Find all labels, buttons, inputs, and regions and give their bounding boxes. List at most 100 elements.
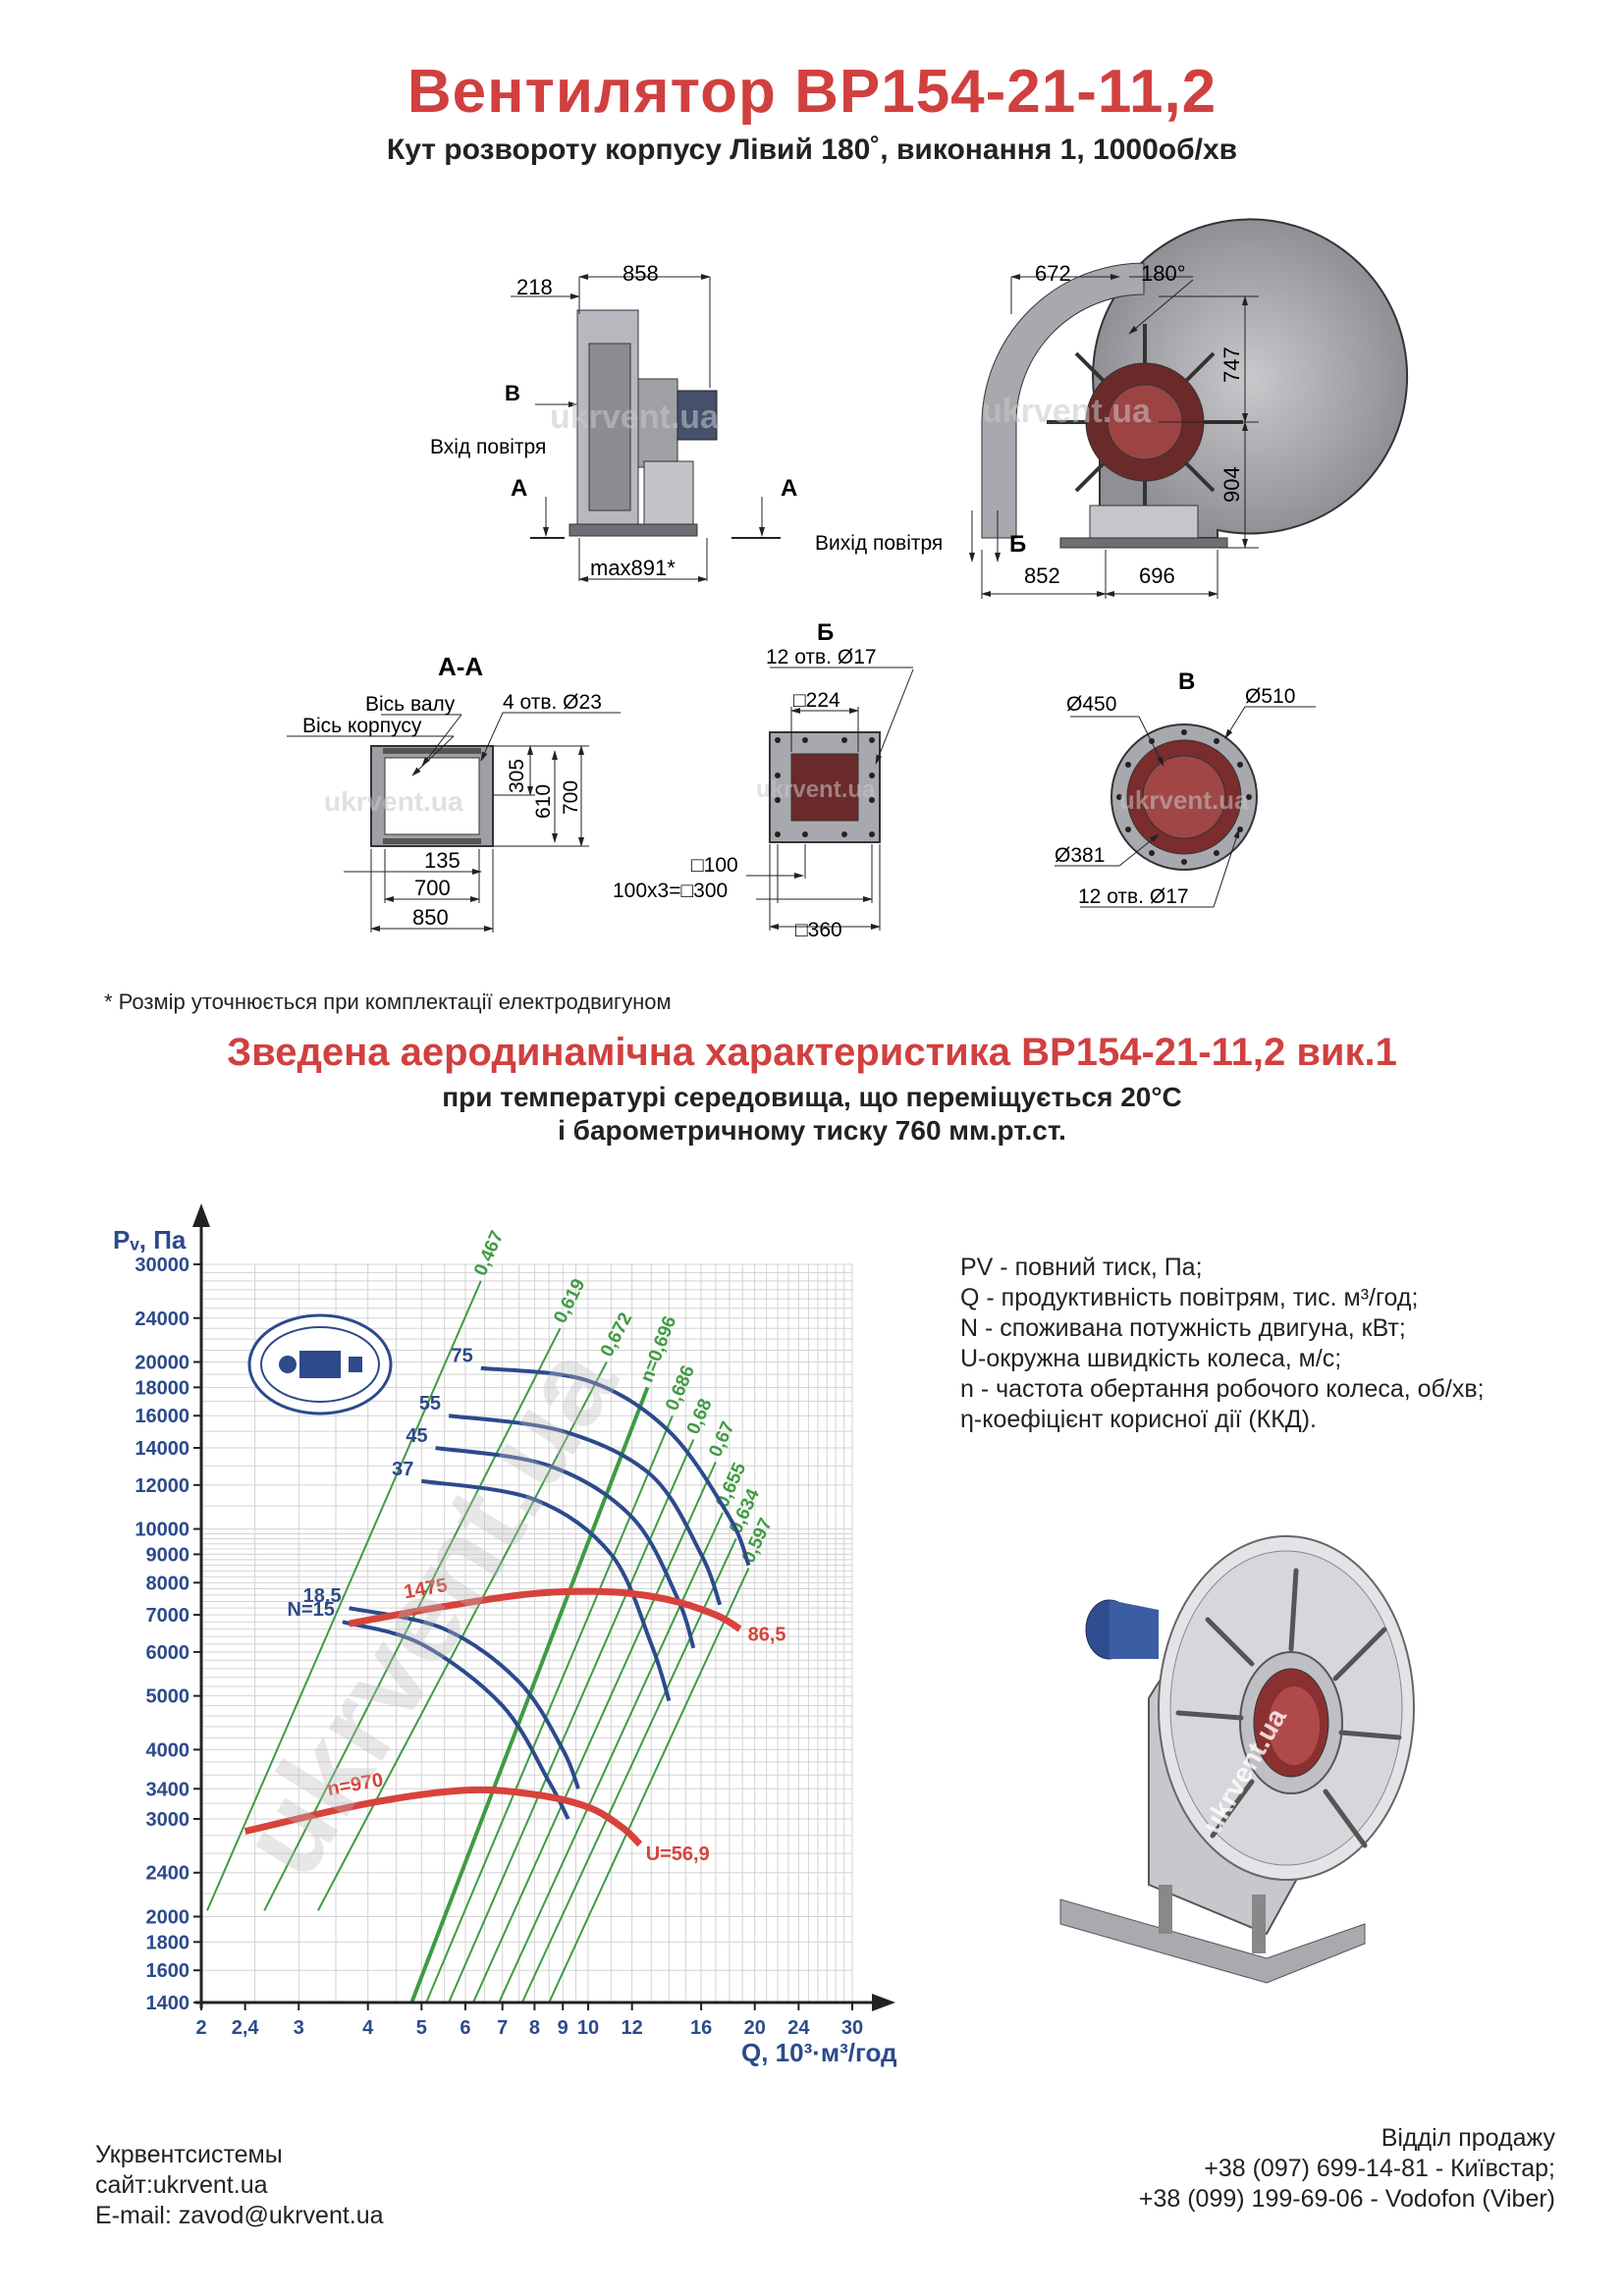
chart-legend: PV - повний тиск, Па; Q - продуктивність…: [960, 1253, 1485, 1435]
x-tick-label: 9: [558, 2017, 568, 2039]
footer-contacts: Укрвентсистемы сайт:ukrvent.ua E-mail: z…: [95, 2140, 384, 2231]
label-a-left: А: [511, 475, 527, 502]
d381: Ø381: [1055, 844, 1105, 867]
efficiency-line: [498, 1512, 724, 2003]
legend-item: n - частота обертання робочого колеса, о…: [960, 1375, 1485, 1403]
dim-747: 747: [1219, 347, 1244, 383]
shaft-axis-label: Вісь валу: [365, 693, 456, 716]
dim-904: 904: [1219, 466, 1244, 503]
y-tick-label: 18000: [135, 1377, 189, 1399]
x-axis-label: Q, 10³·м³/год: [741, 2038, 897, 2067]
speed-curve: [348, 1587, 742, 1632]
x-tick-label: 16: [690, 2017, 712, 2039]
efficiency-label: 0,67: [705, 1418, 738, 1460]
y-tick-label: 6000: [146, 1642, 190, 1664]
body-axis-label: Вісь корпусу: [302, 715, 422, 737]
power-curve: [342, 1620, 570, 1820]
y-tick-label: 3000: [146, 1809, 190, 1831]
dim-100: □100: [691, 854, 738, 877]
y-tick-label: 7000: [146, 1605, 190, 1627]
phone-vodafone[interactable]: +38 (099) 199-69-06 - Vodofon (Viber): [1138, 2185, 1555, 2213]
flange-b-drawing: Б 12 отв. Ø17 □224 □100 100х3=□300 □360: [613, 619, 914, 941]
y-tick-label: 20000: [135, 1352, 189, 1373]
power-curve: [448, 1414, 723, 1606]
dim-360: □360: [795, 919, 842, 941]
label-b: В: [505, 381, 520, 405]
y-tick-label: 16000: [135, 1406, 189, 1427]
dim-700-horizontal: 700: [414, 876, 451, 900]
website[interactable]: сайт:ukrvent.ua: [95, 2171, 268, 2199]
sales-department: Відділ продажу: [1380, 2124, 1555, 2152]
watermark: ukrvent.ua: [550, 399, 720, 436]
y-tick-label: 1600: [146, 1960, 190, 1982]
legend-item: U-окружна швидкість колеса, м/с;: [960, 1345, 1342, 1372]
y-tick-label: 12000: [135, 1475, 189, 1497]
y-tick-label: 1800: [146, 1932, 190, 1953]
x-tick-label: 8: [529, 2017, 540, 2039]
power-curve-label: 75: [452, 1346, 473, 1367]
flange-v-holes: 12 отв. Ø17: [1078, 885, 1189, 908]
dim-672: 672: [1035, 261, 1071, 286]
efficiency-label: 0,619: [550, 1276, 589, 1327]
y-tick-label: 9000: [146, 1544, 190, 1566]
power-curve: [349, 1606, 580, 1790]
annotation-86-5: 86,5: [748, 1625, 786, 1646]
y-tick-label: 10000: [135, 1520, 189, 1541]
power-curve-label: N=15: [288, 1599, 335, 1621]
speed-curve: [244, 1786, 643, 1847]
email[interactable]: E-mail: zavod@ukrvent.ua: [95, 2202, 384, 2229]
dim-300: 100х3=□300: [613, 880, 728, 902]
flange-v-drawing: В Ø450 Ø510 Ø381 12 отв. Ø17: [1055, 668, 1316, 908]
y-tick-label: 5000: [146, 1686, 190, 1708]
y-tick-label: 30000: [135, 1255, 189, 1276]
power-curve: [480, 1365, 751, 1567]
x-tick-label: 2,4: [232, 2017, 260, 2039]
fan-illustration: ukrvent.ua: [1059, 1535, 1415, 1984]
y-tick-label: 24000: [135, 1308, 189, 1330]
dim-852: 852: [1024, 563, 1060, 588]
flange-b-holes: 12 отв. Ø17: [766, 646, 877, 668]
dim-305: 305: [506, 759, 528, 793]
dim-224: □224: [793, 689, 840, 712]
efficiency-label: 0,672: [597, 1309, 637, 1361]
d450: Ø450: [1066, 693, 1116, 716]
legend-item: PV - повний тиск, Па;: [960, 1254, 1203, 1281]
y-tick-label: 2000: [146, 1906, 190, 1928]
label-b2: Б: [1009, 531, 1026, 558]
annotation-u-56-9: U=56,9: [646, 1843, 710, 1865]
x-tick-label: 30: [841, 2017, 863, 2039]
x-tick-label: 12: [622, 2017, 643, 2039]
watermark: ukrvent.ua: [756, 776, 876, 803]
y-tick-label: 14000: [135, 1438, 189, 1460]
dim-610: 610: [532, 784, 555, 819]
dim-858: 858: [623, 261, 659, 286]
y-tick-label: 1400: [146, 1993, 190, 2014]
chart-axes: [192, 1203, 895, 2011]
efficiency-line: [425, 1415, 674, 2003]
dim-180: 180°: [1141, 261, 1186, 286]
aero-title: Зведена аеродинамічна характеристика ВР1…: [227, 1031, 1397, 1074]
legend-item: η-коефіцієнт корисної дії (ККД).: [960, 1406, 1317, 1433]
company-name: Укрвентсистемы: [95, 2141, 283, 2168]
x-tick-label: 24: [787, 2017, 810, 2039]
phone-kyivstar[interactable]: +38 (097) 699-14-81 - Київстар;: [1204, 2155, 1555, 2182]
dim-218: 218: [516, 275, 553, 299]
section-aa-title: А-А: [438, 652, 483, 681]
chart-logo: [247, 1313, 393, 1415]
x-tick-label: 2: [195, 2017, 206, 2039]
technical-drawings: 218 858 В Вхід повітря А А max891*: [287, 218, 1409, 941]
watermark: ukrvent.ua: [1119, 785, 1249, 815]
flange-v-title: В: [1178, 668, 1195, 695]
x-tick-label: 6: [460, 2017, 470, 2039]
legend-item: N - споживана потужність двигуна, кВт;: [960, 1314, 1406, 1342]
page-subtitle: Кут розвороту корпусу Лівий 180˚, викона…: [386, 133, 1238, 166]
legend-item: Q - продуктивність повітрям, тис. м³/год…: [960, 1284, 1419, 1311]
label-a-right: А: [781, 475, 797, 502]
dim-max891: max891*: [590, 556, 676, 580]
x-tick-label: 20: [744, 2017, 766, 2039]
efficiency-line: [448, 1439, 695, 2003]
efficiency-line: [472, 1461, 717, 2003]
aero-subtitle-2: і барометричному тиску 760 мм.рт.ст.: [558, 1115, 1066, 1146]
